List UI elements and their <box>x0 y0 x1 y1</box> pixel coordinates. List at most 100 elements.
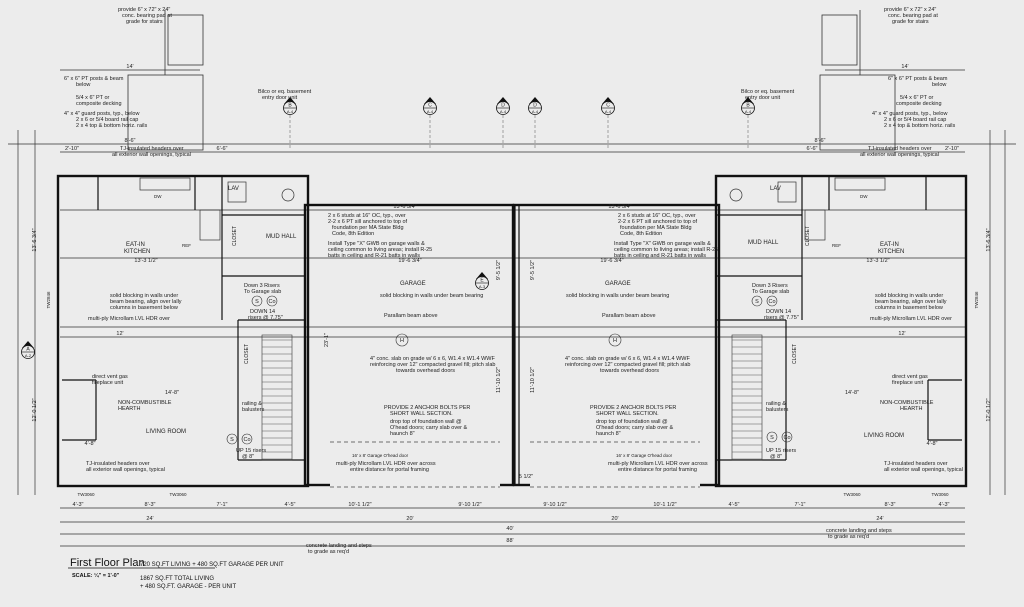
heat-detector-symbol <box>395 333 409 347</box>
section-marker: CA-4 <box>423 97 437 115</box>
co-letter: Co <box>268 299 275 305</box>
note-anchor-l2: SHORT WALL SECTION. <box>390 411 453 417</box>
section-marker-letter: D <box>533 103 537 109</box>
dim-d4-l: 4'-5" <box>285 502 296 508</box>
section-marker: DA-4 <box>528 97 542 115</box>
note-blocking-bl2: beam bearing, align over lally <box>110 299 182 305</box>
dim-d21-r: 12'-0 1/2" <box>986 398 992 421</box>
note-bilco-l2: entry door unit <box>262 95 298 101</box>
dim-d4-r: 4'-5" <box>729 502 740 508</box>
note-bilco-r2: entry door unit <box>745 95 781 101</box>
stairs <box>261 334 763 461</box>
note-portal-l2: entire distance for portal framing <box>350 467 429 473</box>
dim-unit: 40' <box>506 526 513 532</box>
note-stair-pad-l2: conc. bearing pad at <box>122 13 172 19</box>
note-bilco-l1: Bilco or eq. basement <box>258 89 312 95</box>
detector-symbols <box>226 295 793 445</box>
note-down-l1: DOWN 14 <box>250 309 275 315</box>
note-bilco-r1: Bilco or eq. basement <box>741 89 795 95</box>
section-marker-sheet: A-3 <box>479 284 486 289</box>
note-stair-pad-r2: conc. bearing pad at <box>888 13 938 19</box>
room-dw-l: DW <box>154 194 162 199</box>
smoke-letter: S <box>255 299 259 305</box>
note-blocking-bl1: solid blocking in walls under <box>110 293 178 299</box>
section-marker-letter: D <box>501 103 505 109</box>
section-marker: BA-4 <box>283 97 297 115</box>
dim-d10-l: 6'-6" <box>217 146 228 152</box>
note-railing-l1: railing & <box>242 401 262 407</box>
window-tag-l3: TW2846 <box>46 291 51 309</box>
note-posts-l2: below <box>76 82 90 88</box>
dim-d6-l: 9'-10 1/2" <box>458 502 481 508</box>
note-decking-r2: composite decking <box>896 101 942 107</box>
note-gwb-l3: batts in ceiling and R-21 batts in walls <box>328 253 420 259</box>
note-drop-l2: O'head doors; carry slab over & <box>390 425 468 431</box>
room-garage-l: GARAGE <box>400 281 426 287</box>
note-studs-l1: 2 x 6 studs at 16" OC, typ., over <box>328 213 406 219</box>
note-headers-bl2: all exterior wall openings, typical <box>86 467 165 473</box>
section-marker: BA-4 <box>741 97 755 115</box>
section-marker: EA-3 <box>475 272 489 290</box>
plan-title: First Floor Plan <box>70 557 145 569</box>
room-living-l: LIVING ROOM <box>146 429 186 435</box>
note-stair-pad-r1: provide 6" x 72" x 24" <box>884 7 936 13</box>
plan-scale: SCALE: ¼" = 1'-0" <box>72 572 120 579</box>
section-marker: AA-2 <box>21 341 35 359</box>
room-living-r: LIVING ROOM <box>864 433 904 439</box>
note-slab-l1: 4" conc. slab on grade w/ 6 x 6, W1.4 x … <box>370 356 495 362</box>
dim-garage-r: 20' <box>611 516 618 522</box>
note-stair-pad-r3: grade for stairs <box>892 19 929 25</box>
dim-d18-l: 4'-8" <box>85 441 96 447</box>
note-headers-br2: all exterior wall openings, typical <box>884 467 963 473</box>
note-gwb-r1: Install Type "X" GWB on garage walls & <box>614 241 711 247</box>
smoke-letter: S <box>770 435 774 441</box>
note-posts-r2: below <box>932 82 946 88</box>
note-guard-l3: 2 x 4 top & bottom horiz. rails <box>76 123 147 129</box>
area-per-unit: 720 SQ.FT LIVING + 480 SQ.FT GARAGE PER … <box>140 562 284 568</box>
note-stair-pad-l1: provide 6" x 72" x 24" <box>118 7 170 13</box>
dim-d1-r: 4'-3" <box>939 502 950 508</box>
dim-d10-r: 6'-6" <box>807 146 818 152</box>
window-tag-r3: TW2846 <box>974 291 979 309</box>
dim-d7-l: 14' <box>126 64 133 70</box>
note-hearth-r1: NON-COMBUSTIBLE <box>880 400 934 406</box>
co-detector-symbol <box>781 431 793 443</box>
dim-d18-r: 4'-8" <box>927 441 938 447</box>
section-marker-sheet: A-2 <box>25 353 32 358</box>
note-portal-r1: multi-ply Microllam LVL HDR over across <box>608 461 708 467</box>
notes-layer: provide 6" x 72" x 24" conc. bearing pad… <box>64 7 963 555</box>
dim-d14-l: 12' <box>116 331 123 337</box>
title-block: First Floor Plan 720 SQ.FT LIVING + 480 … <box>68 557 284 590</box>
room-labels: EAT-IN KITCHEN EAT-IN KITCHEN LIVING ROO… <box>124 186 904 439</box>
section-marker: CA-4 <box>601 97 615 115</box>
total-line-1: 1867 SQ.FT TOTAL LIVING <box>140 576 214 582</box>
room-kitchen-r1: EAT-IN <box>880 242 899 248</box>
note-lvl-r: multi-ply Microllam LVL HDR over <box>870 316 952 322</box>
smoke-detector-symbol <box>766 431 778 443</box>
section-marker-sheet: A-4 <box>287 109 294 114</box>
decks <box>127 10 896 151</box>
note-guard-r1: 4" x 4" guard posts, typ., below <box>872 111 947 117</box>
note-studs-r3: foundation per MA State Bldg <box>620 225 692 231</box>
note-blocking-br2: beam bearing, align over lally <box>875 299 947 305</box>
note-drop-r3: haunch 8" <box>596 431 621 437</box>
note-slab-r3: towards overhead doors <box>600 368 659 374</box>
dim-living-l: 24' <box>146 516 153 522</box>
section-marker-letter: E <box>480 278 484 284</box>
note-blocking-beam-r: solid blocking in walls under beam beari… <box>566 293 669 299</box>
room-mudhall-r: MUD HALL <box>748 240 779 246</box>
dim-d16-r: 11'-10 1/2" <box>530 367 536 393</box>
dim-d17-r: 9'-5 1/2" <box>530 260 536 280</box>
detector-letters: S Co S Co S Co S Co H H <box>230 299 790 443</box>
room-garage-r: GARAGE <box>605 281 631 287</box>
note-landing-l1: concrete landing and steps <box>306 543 372 549</box>
dim-d7-r: 14' <box>901 64 908 70</box>
counters <box>139 177 886 241</box>
note-down-r1: DOWN 14 <box>766 309 791 315</box>
room-lav-l: LAV <box>228 186 239 192</box>
section-marker-sheet: A-4 <box>500 109 507 114</box>
note-fireplace-l1: direct vent gas <box>92 374 128 380</box>
note-drop-r1: drop top of foundation wall @ <box>596 419 668 425</box>
note-railing-r2: balusters <box>766 407 789 413</box>
note-door-r: 16' x 8' Garage O'head door <box>616 453 673 458</box>
